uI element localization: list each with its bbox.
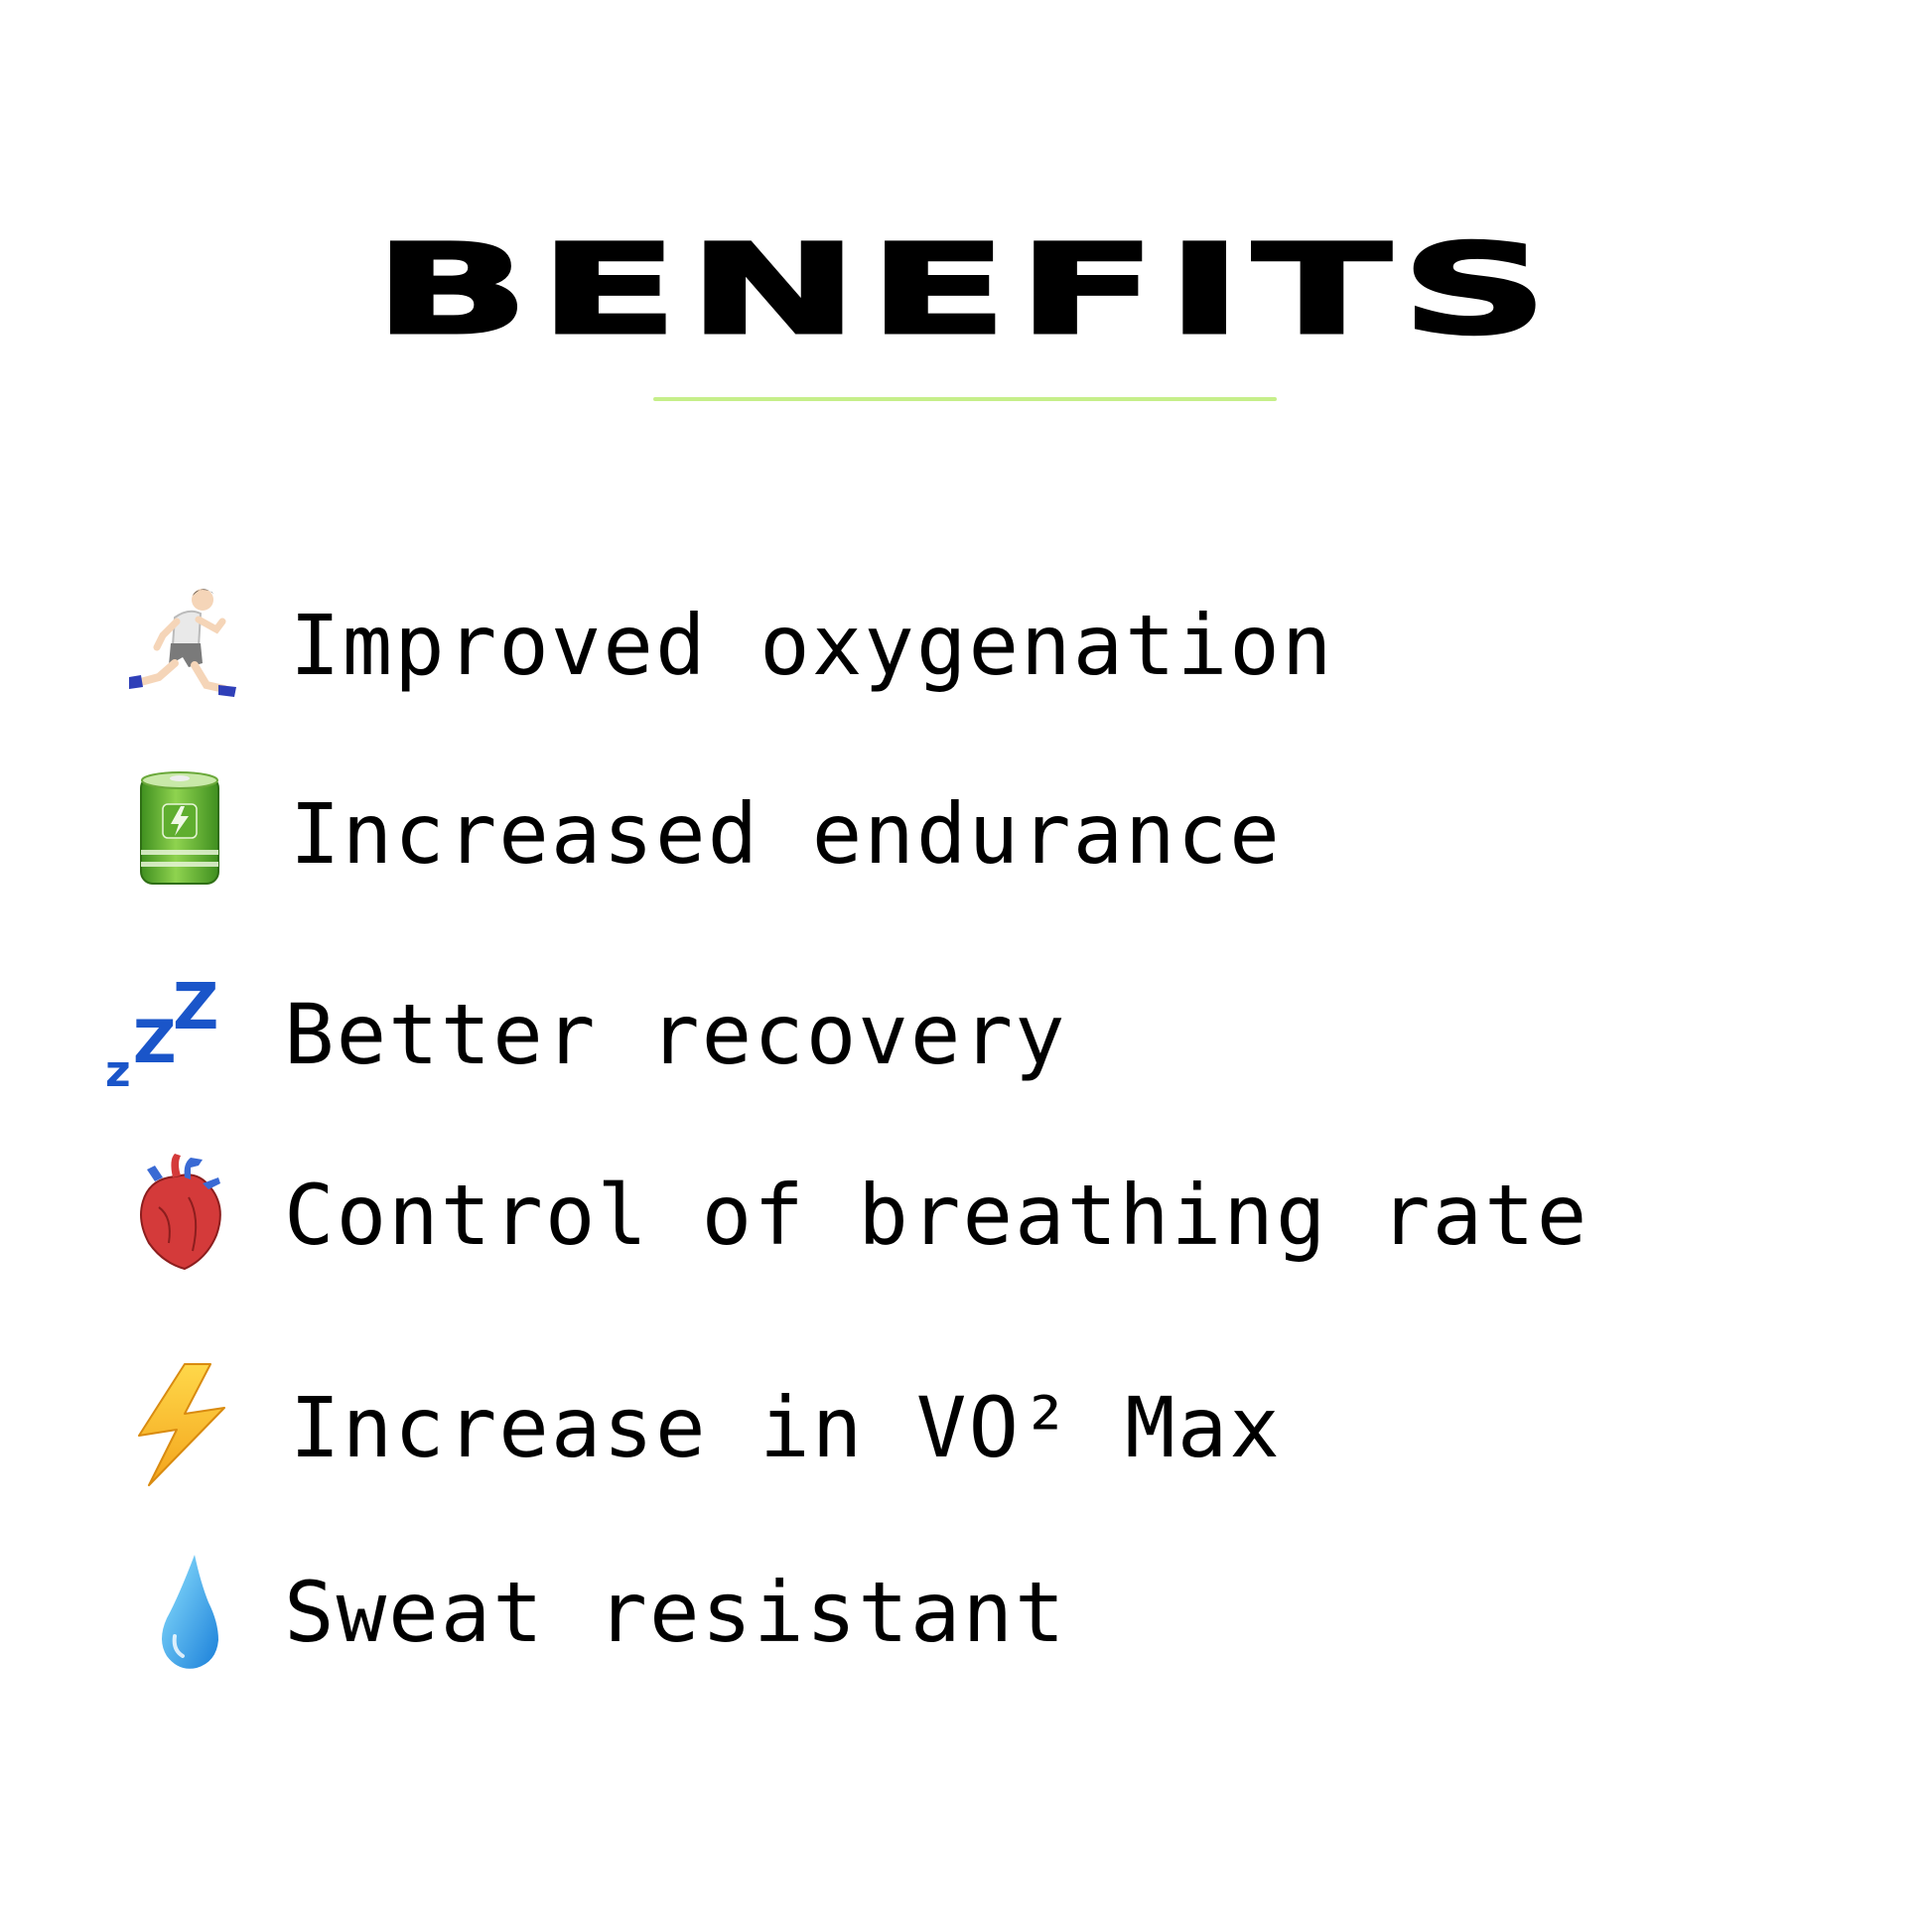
battery-icon (119, 766, 248, 896)
benefit-item-oxygenation: Improved oxygenation (119, 578, 1807, 707)
benefit-item-vo2max: Increase in VO² Max (119, 1360, 1807, 1489)
title-underline (653, 397, 1277, 401)
benefit-label: Control of breathing rate (284, 1167, 1589, 1264)
benefit-label: Better recovery (284, 986, 1067, 1083)
benefit-item-sweat-resistant: Sweat resistant (119, 1545, 1807, 1674)
page-title: BENEFITS (371, 216, 1559, 362)
runner-icon (119, 578, 248, 707)
benefit-item-endurance: Increased endurance (119, 766, 1807, 896)
zzz-icon: z Z Z (99, 967, 228, 1096)
benefit-label: Increase in VO² Max (290, 1379, 1282, 1476)
svg-text:Z: Z (133, 1008, 177, 1077)
lightning-icon (119, 1360, 248, 1489)
benefit-label: Improved oxygenation (290, 597, 1334, 694)
benefit-item-breathing-rate: Control of breathing rate (119, 1148, 1807, 1277)
anatomical-heart-icon (119, 1148, 248, 1277)
droplet-icon (119, 1545, 248, 1674)
svg-text:z: z (105, 1046, 131, 1096)
svg-text:Z: Z (173, 971, 218, 1044)
benefit-label: Sweat resistant (284, 1564, 1067, 1661)
benefit-label: Increased endurance (290, 785, 1282, 883)
benefit-item-recovery: z Z Z Better recovery (105, 967, 1807, 1096)
